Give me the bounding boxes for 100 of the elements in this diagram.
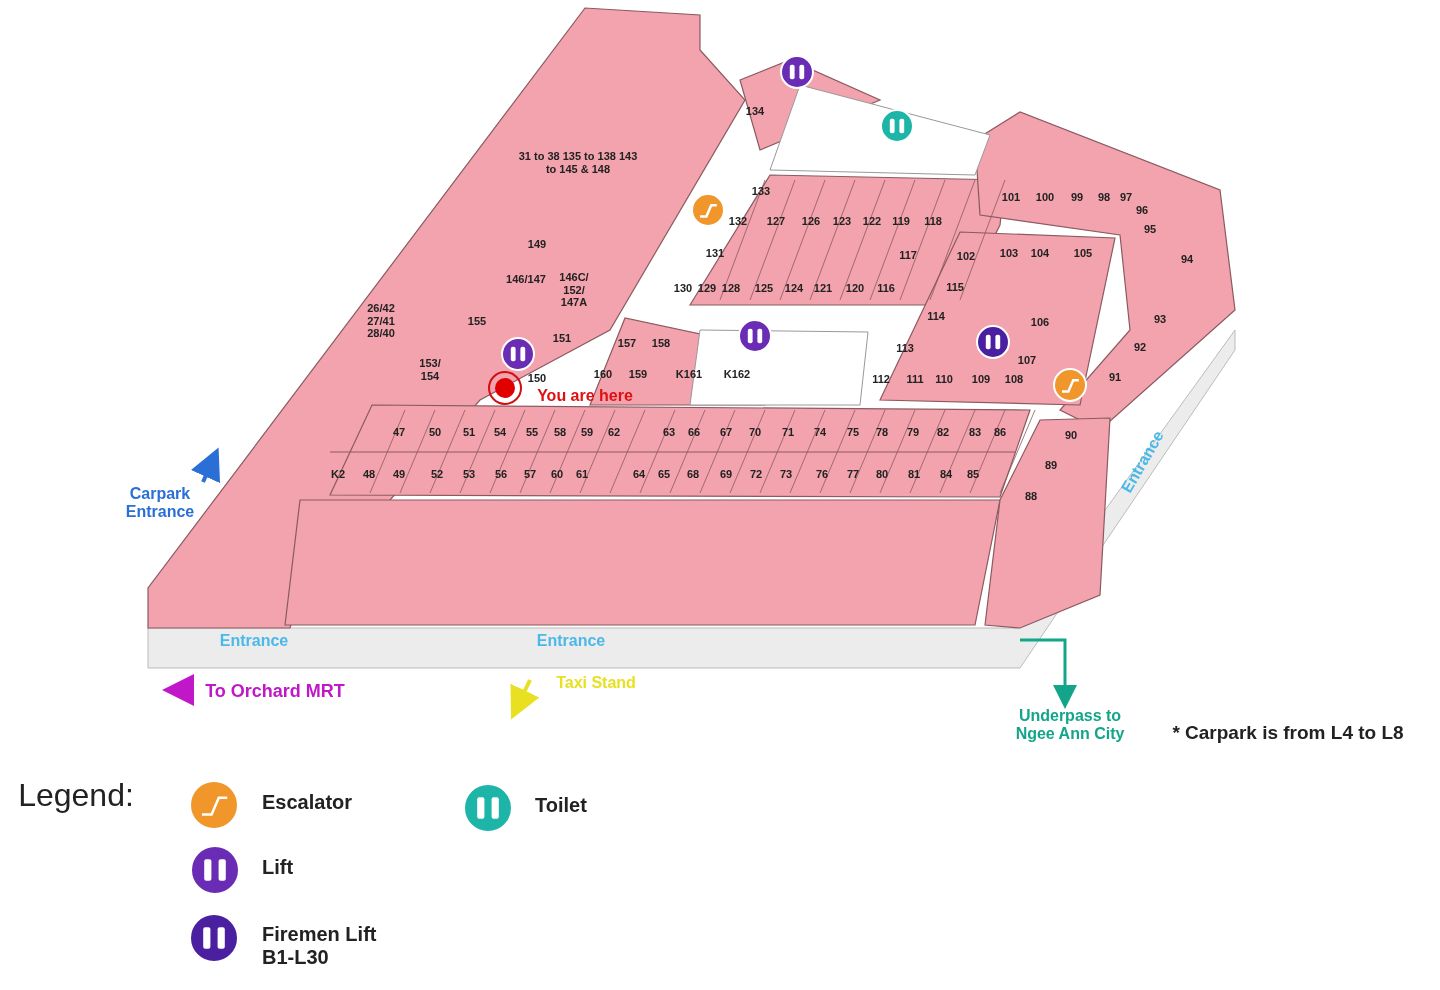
unit-number: 121 (813, 281, 833, 295)
unit-number: 84 (939, 467, 953, 481)
unit-number: 111 (906, 372, 924, 386)
unit-number: 48 (362, 467, 376, 481)
unit-number: 105 (1073, 246, 1093, 260)
unit-number: 123 (832, 214, 852, 228)
unit-number: 133 (751, 184, 771, 198)
location-label: You are here (537, 386, 633, 406)
unit-number: 94 (1180, 252, 1194, 266)
unit-number: 97 (1119, 190, 1133, 204)
unit-number: 73 (779, 467, 793, 481)
unit-number: 75 (846, 425, 860, 439)
unit-number: 100 (1035, 190, 1055, 204)
unit-number: 101 (1001, 190, 1021, 204)
unit-number: 54 (493, 425, 507, 439)
unit-number: 110 (935, 372, 953, 386)
unit-number: 106 (1030, 315, 1050, 329)
unit-number: 107 (1017, 353, 1037, 367)
unit-number: 95 (1143, 222, 1157, 236)
unit-number: 89 (1044, 458, 1058, 472)
unit-number: 150 (527, 371, 547, 385)
unit-number: 146/147 (506, 272, 546, 286)
legend-label: Toilet (535, 793, 587, 817)
unit-number: 108 (1004, 372, 1024, 386)
unit-number: 134 (745, 104, 765, 118)
unit-number: 80 (875, 467, 889, 481)
unit-number: 128 (721, 281, 741, 295)
unit-number: 158 (651, 336, 671, 350)
unit-number: 129 (697, 281, 717, 295)
unit-number: 77 (846, 467, 860, 481)
unit-number: 117 (899, 248, 917, 262)
unit-number: 57 (523, 467, 537, 481)
unit-number: 125 (754, 281, 774, 295)
unit-number: 153/ 154 (418, 357, 442, 383)
direction-label: Underpass to Ngee Ann City (1014, 706, 1126, 744)
unit-number: 93 (1153, 312, 1167, 326)
direction-label: To Orchard MRT (205, 680, 345, 702)
unit-number: 70 (748, 425, 762, 439)
unit-number: 99 (1070, 190, 1084, 204)
unit-number: 61 (575, 467, 589, 481)
unit-number: 104 (1030, 246, 1050, 260)
unit-number: 98 (1097, 190, 1111, 204)
unit-number: 85 (966, 467, 980, 481)
unit-number: 149 (527, 237, 547, 251)
unit-number: 68 (686, 467, 700, 481)
unit-number: 92 (1133, 340, 1147, 354)
unit-number: 26/42 27/41 28/40 (366, 302, 396, 340)
unit-number: 122 (862, 214, 882, 228)
unit-number: 78 (875, 425, 889, 439)
unit-number: K161 (675, 367, 703, 381)
unit-number: 47 (392, 425, 406, 439)
unit-number: 49 (392, 467, 406, 481)
legend-heading: Legend: (18, 776, 134, 814)
unit-number: 51 (462, 425, 476, 439)
unit-number: 155 (467, 314, 487, 328)
unit-number: 127 (766, 214, 786, 228)
unit-number: 96 (1135, 203, 1149, 217)
unit-number: 52 (430, 467, 444, 481)
legend-label: Escalator (262, 790, 353, 814)
unit-number: 64 (632, 467, 646, 481)
unit-number: 79 (906, 425, 920, 439)
unit-number: 67 (719, 425, 733, 439)
unit-number: 109 (971, 372, 991, 386)
unit-number: 72 (749, 467, 763, 481)
unit-number: 160 (593, 367, 613, 381)
legend-label: Firemen Lift B1-L30 (262, 923, 378, 969)
unit-number: 63 (662, 425, 676, 439)
unit-number: 71 (781, 425, 795, 439)
unit-number: 50 (428, 425, 442, 439)
unit-number: K162 (723, 367, 751, 381)
unit-number: 62 (607, 425, 621, 439)
unit-number: 86 (993, 425, 1007, 439)
legend-label: Lift (262, 855, 294, 879)
unit-number: 91 (1108, 370, 1122, 384)
entrance-label: Carpark Entrance (124, 484, 196, 522)
unit-number: 58 (553, 425, 567, 439)
unit-number: 124 (784, 281, 804, 295)
unit-number: 115 (946, 280, 964, 294)
unit-number: 103 (999, 246, 1019, 260)
unit-number: 114 (927, 309, 945, 323)
unit-number: 151 (552, 331, 572, 345)
unit-number: 88 (1024, 489, 1038, 503)
unit-number: 66 (687, 425, 701, 439)
unit-number: 65 (657, 467, 671, 481)
unit-number: 82 (936, 425, 950, 439)
unit-number: 157 (617, 336, 637, 350)
direction-label: Taxi Stand (556, 673, 636, 693)
unit-number: 81 (907, 467, 921, 481)
unit-range-label: 31 to 38 135 to 138 143 to 145 & 148 (518, 150, 638, 176)
unit-number: 159 (628, 367, 648, 381)
unit-number: 56 (494, 467, 508, 481)
unit-number: 118 (924, 214, 942, 228)
entrance-label: Entrance (219, 631, 289, 651)
unit-number: 60 (550, 467, 564, 481)
unit-number: 90 (1064, 428, 1078, 442)
unit-number: 146C/ 152/ 147A (558, 271, 590, 309)
unit-number: 119 (892, 214, 910, 228)
unit-number: 83 (968, 425, 982, 439)
unit-number: 69 (719, 467, 733, 481)
unit-number: 102 (956, 249, 976, 263)
